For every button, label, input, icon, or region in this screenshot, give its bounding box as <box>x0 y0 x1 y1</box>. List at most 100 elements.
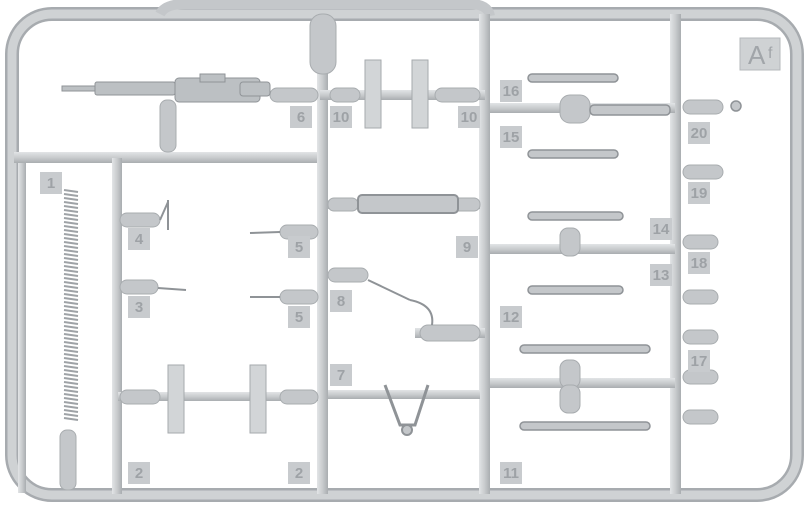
part-number: 19 <box>691 185 708 202</box>
spring-coil <box>63 393 79 397</box>
part-number-tag <box>500 126 522 148</box>
sprue-letter: A <box>748 40 766 70</box>
outer-frame <box>5 7 804 502</box>
top-handle <box>155 0 495 18</box>
part-number-tag <box>128 296 150 318</box>
spring-coil <box>63 325 79 329</box>
part-number-tag <box>688 122 710 144</box>
spring-coil <box>63 337 79 341</box>
plates <box>167 59 429 434</box>
part-number: 9 <box>463 239 471 256</box>
spring-coil <box>63 297 79 301</box>
spring-coil <box>63 269 79 273</box>
machine-gun-part <box>61 73 271 103</box>
part-number-tag <box>288 236 310 258</box>
spring-coil <box>63 261 79 265</box>
spring-coil <box>63 241 79 245</box>
spring-coil <box>63 365 79 369</box>
part-number: 14 <box>653 221 670 238</box>
part-number-tag <box>650 218 672 240</box>
spring-coil <box>63 349 79 353</box>
spring-coil <box>63 273 79 277</box>
part-number-tag <box>128 462 150 484</box>
part-number: 10 <box>333 109 350 126</box>
rod-parts <box>519 73 742 431</box>
part-number-tag <box>500 306 522 328</box>
spring-coil <box>63 213 79 217</box>
spring-coil <box>63 329 79 333</box>
part-number-tag <box>288 462 310 484</box>
part-number-tag <box>40 172 62 194</box>
spring-coil <box>63 221 79 225</box>
spring-coil <box>63 405 79 409</box>
part-number: 18 <box>691 255 708 272</box>
part-number: 2 <box>135 465 143 482</box>
spring-coil <box>63 309 79 313</box>
spring-coil <box>63 333 79 337</box>
spring-coil <box>63 209 79 213</box>
spring-coil <box>63 385 79 389</box>
part-number: 11 <box>503 465 519 482</box>
part-number: 5 <box>295 309 303 326</box>
spring-coil <box>63 277 79 281</box>
part-number: 17 <box>691 353 708 370</box>
spring-coil <box>63 249 79 253</box>
spring-coil <box>63 377 79 381</box>
spring-coil <box>63 225 79 229</box>
spring-coil <box>63 373 79 377</box>
part-number: 4 <box>135 231 144 248</box>
part-number-tag <box>500 80 522 102</box>
spring-coil <box>63 313 79 317</box>
part-number-tag <box>688 252 710 274</box>
spring-coil <box>63 397 79 401</box>
spring-coil <box>63 293 79 297</box>
part-number: 10 <box>461 109 478 126</box>
sprue-letter-suffix: f <box>768 45 773 62</box>
spring-coil <box>63 389 79 393</box>
small-parts <box>157 200 281 298</box>
part-number-tag <box>500 462 522 484</box>
spring-coil <box>63 345 79 349</box>
part-number: 12 <box>503 309 520 326</box>
spring-coil <box>63 417 79 421</box>
spring-coil <box>63 197 79 201</box>
bipod-part <box>357 194 459 436</box>
part-number-tag <box>688 350 710 372</box>
spring-coil <box>63 237 79 241</box>
spring-coil <box>63 281 79 285</box>
part-number: 3 <box>135 299 143 316</box>
spring-coil <box>63 301 79 305</box>
spring-coil <box>63 381 79 385</box>
spring-coil <box>63 205 79 209</box>
part-number-tag <box>330 290 352 312</box>
spring-coil <box>63 357 79 361</box>
spring-coil <box>63 253 79 257</box>
spring-coil <box>63 189 79 193</box>
spring-coil <box>63 217 79 221</box>
spring-coil <box>63 321 79 325</box>
spring-part <box>63 189 79 421</box>
spring-coil <box>63 353 79 357</box>
part-number: 15 <box>503 129 520 146</box>
spring-coil <box>63 413 79 417</box>
part-number-tag <box>290 106 312 128</box>
part-number: 1 <box>47 175 55 192</box>
sprue-letter-tag: A f <box>739 37 781 71</box>
part-number: 13 <box>653 267 670 284</box>
gates <box>59 13 724 491</box>
spring-coil <box>63 401 79 405</box>
part-number-tag <box>128 228 150 250</box>
spring-coil <box>63 305 79 309</box>
spring-coil <box>63 361 79 365</box>
spring-coil <box>63 257 79 261</box>
spring-coil <box>63 285 79 289</box>
part-number: 16 <box>503 83 520 100</box>
part-number-tag <box>458 106 480 128</box>
spring-coil <box>63 193 79 197</box>
spring-coil <box>63 317 79 321</box>
spring-coil <box>63 409 79 413</box>
part-number: 5 <box>295 239 303 256</box>
